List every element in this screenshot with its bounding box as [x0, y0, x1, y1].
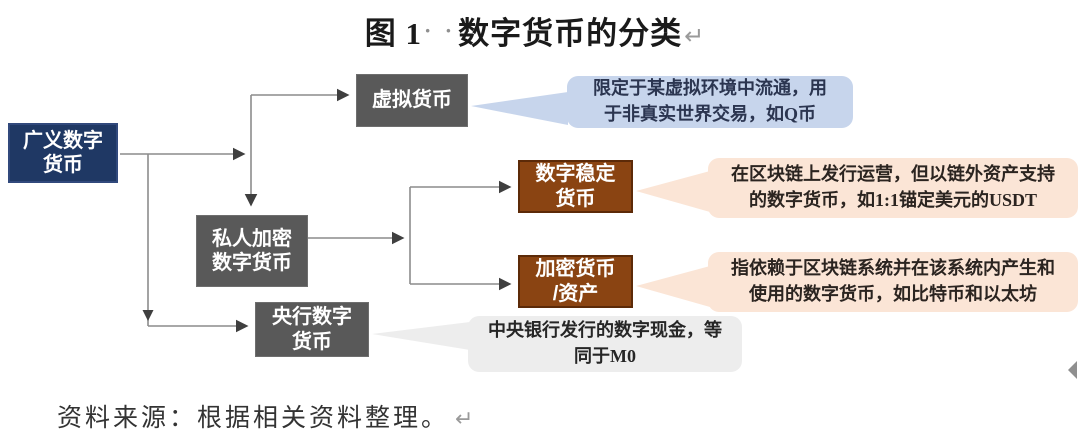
callout-text: 中央银行发行的数字现金，等 同于M0 — [488, 320, 722, 366]
node-label: 私人加密 数字货币 — [212, 227, 292, 274]
callout-crypto-assets-note: 指依赖于区块链系统并在该系统内产生和 使用的数字货币，如比特币和以太坊 — [708, 252, 1078, 312]
figure-title-main: 数字货币的分类 — [458, 16, 683, 51]
figure-title-prefix: 图 1 — [364, 16, 422, 51]
node-label: 央行数字 货币 — [272, 306, 352, 353]
callout-tail-crypto — [636, 266, 710, 307]
paragraph-return-icon: ↵ — [455, 406, 474, 431]
callout-cbdc-note: 中央银行发行的数字现金，等 同于M0 — [468, 316, 742, 372]
source-note: 资料来源：根据相关资料整理。↵ — [57, 398, 473, 434]
node-broad-digital-currency: 广义数字 货币 — [8, 123, 118, 183]
paragraph-return-icon: ↵ — [684, 24, 706, 50]
callout-tail-cbdc — [372, 322, 470, 350]
node-digital-stablecoin: 数字稳定 货币 — [518, 160, 633, 213]
callout-virtual-currency-note: 限定于某虚拟环境中流通，用 于非真实世界交易，如Q币 — [567, 76, 853, 128]
callout-text: 指依赖于区块链系统并在该系统内产生和 使用的数字货币，如比特币和以太坊 — [731, 258, 1055, 304]
node-label: 广义数字 货币 — [23, 129, 103, 176]
node-central-bank-digital-currency: 央行数字 货币 — [255, 302, 369, 357]
arrowhead-branch-down — [142, 310, 154, 321]
node-private-crypto-digital-currency: 私人加密 数字货币 — [196, 215, 308, 287]
source-text: 资料来源：根据相关资料整理。 — [57, 405, 450, 432]
figure-title: 图 1· ·数字货币的分类↵ — [0, 8, 1070, 53]
callout-tail-virtual — [471, 92, 568, 125]
callout-text: 限定于某虚拟环境中流通，用 于非真实世界交易，如Q币 — [593, 78, 827, 124]
node-virtual-currency: 虚拟货币 — [356, 74, 468, 127]
node-label: 数字稳定 货币 — [535, 163, 616, 210]
node-label: 加密货币 /资产 — [535, 258, 616, 305]
node-label: 虚拟货币 — [372, 89, 452, 112]
callout-stablecoin-note: 在区块链上发行运营，但以链外资产支持 的数字货币，如1:1锚定美元的USDT — [708, 158, 1078, 218]
callout-tail-stable — [636, 171, 710, 212]
page-edge-mark — [1068, 361, 1077, 379]
node-crypto-currency-assets: 加密货币 /资产 — [518, 255, 633, 308]
callout-text: 在区块链上发行运营，但以链外资产支持 的数字货币，如1:1锚定美元的USDT — [731, 164, 1055, 210]
space-format-marks: · · — [423, 18, 457, 43]
